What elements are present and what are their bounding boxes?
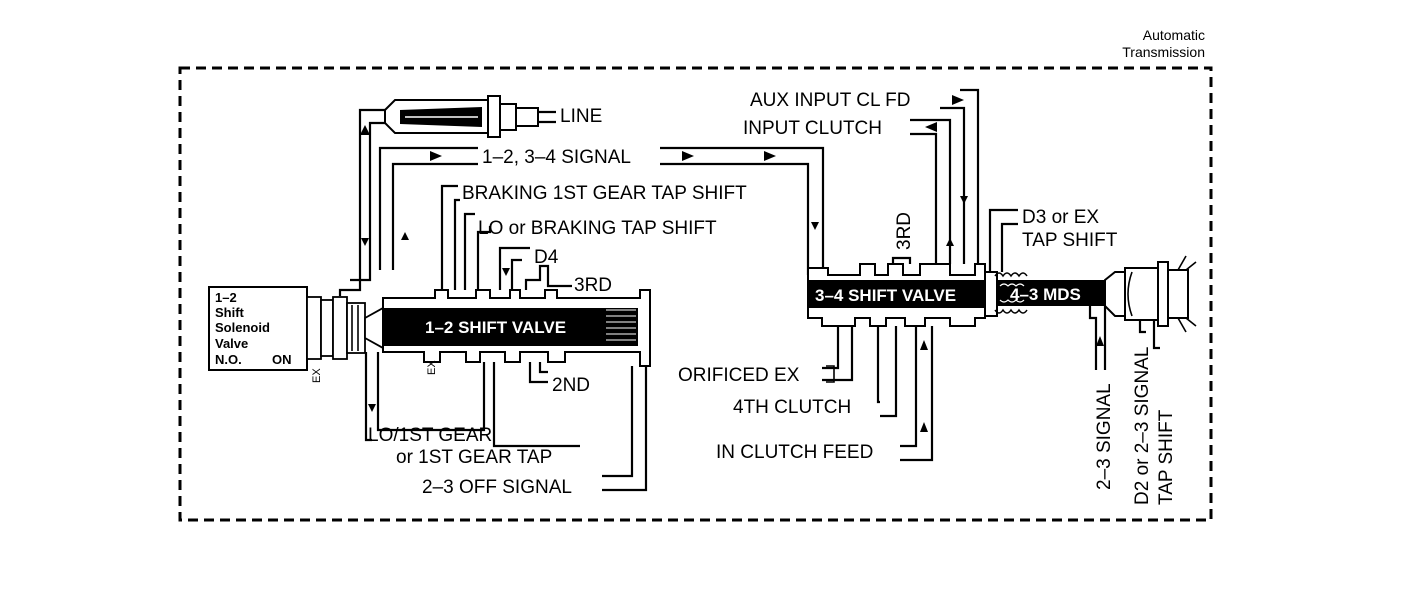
mds-4-3-label: 4–3 MDS [1010, 285, 1081, 304]
label-lo-braking: LO or BRAKING TAP SHIFT [478, 218, 717, 239]
solenoid-line-4: Valve [215, 336, 248, 351]
valve-1-2-body: 1–2 SHIFT VALVE [382, 289, 651, 367]
label-input-clutch: INPUT CLUTCH [743, 118, 882, 139]
label-line: LINE [560, 106, 602, 127]
header-line-2: Transmission [1122, 44, 1205, 60]
label-d2-a: D2 or 2–3 SIGNAL [1132, 347, 1153, 505]
valve-3-4-body: 3–4 SHIFT VALVE [807, 263, 988, 327]
label-signal-1234: 1–2, 3–4 SIGNAL [482, 147, 631, 168]
label-2-3-signal: 2–3 SIGNAL [1094, 383, 1115, 490]
label-off-signal: 2–3 OFF SIGNAL [422, 477, 572, 498]
valve-1-2-label: 1–2 SHIFT VALVE [425, 318, 566, 337]
valve-3-4-label: 3–4 SHIFT VALVE [815, 286, 956, 305]
exhaust-label-solenoid: EX [311, 368, 323, 383]
label-orificed-ex: ORIFICED EX [678, 365, 800, 386]
label-lo-1st-b: or 1ST GEAR TAP [396, 447, 552, 468]
label-3rd-left: 3RD [574, 275, 612, 296]
transmission-boundary [178, 66, 1213, 522]
header-line-1: Automatic [1143, 27, 1205, 43]
label-4th-clutch: 4TH CLUTCH [733, 397, 851, 418]
solenoid-line-5: N.O. [215, 352, 242, 367]
solenoid-state: ON [272, 352, 292, 367]
solenoid-line-3: Solenoid [215, 320, 270, 335]
label-d4: D4 [534, 247, 559, 268]
label-3rd-right: 3RD [894, 212, 915, 250]
label-d2-b: TAP SHIFT [1156, 409, 1177, 505]
solenoid-line-2: Shift [215, 305, 245, 320]
solenoid-line-1: 1–2 [215, 290, 237, 305]
label-braking-1st: BRAKING 1ST GEAR TAP SHIFT [462, 183, 747, 204]
label-d3-a: D3 or EX [1022, 207, 1099, 228]
label-d3-b: TAP SHIFT [1022, 230, 1118, 251]
line-filter [384, 95, 539, 138]
label-in-clutch-feed: IN CLUTCH FEED [716, 442, 873, 463]
exhaust-label-valve: EX [426, 360, 438, 375]
label-lo-1st-a: LO/1ST GEAR [368, 425, 492, 446]
label-aux-input: AUX INPUT CL FD [750, 90, 910, 111]
label-2nd: 2ND [552, 375, 590, 396]
shift-solenoid: 1–2 Shift Solenoid Valve N.O. ON [208, 286, 384, 371]
valve-4-3-mds: 4–3 MDS [984, 255, 1197, 333]
